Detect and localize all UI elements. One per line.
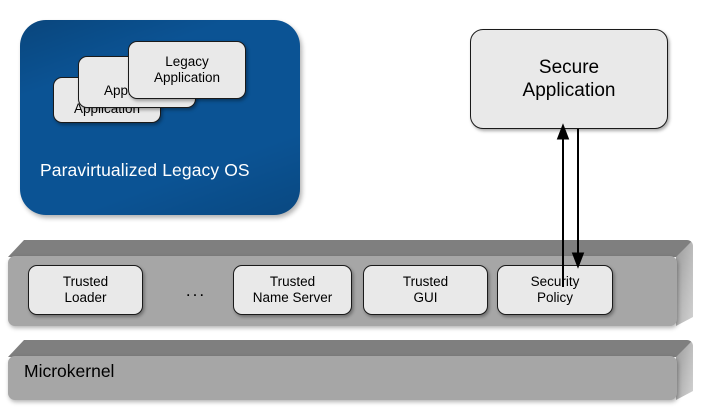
- microkernel-slab-top-bevel: [8, 340, 693, 357]
- services-ellipsis: ...: [185, 281, 207, 300]
- security-policy-box: Security Policy: [497, 265, 613, 315]
- microkernel-slab: [8, 340, 693, 400]
- trusted-name-server-line1: Trusted: [269, 274, 316, 290]
- legacy-application-box-front: Legacy Application: [128, 41, 246, 99]
- microkernel-label: Microkernel: [24, 361, 115, 381]
- trusted-loader-line2: Loader: [64, 290, 107, 305]
- trusted-gui-line2: GUI: [413, 290, 438, 305]
- legacy-application-stack: Application Application Legacy Applicati…: [20, 20, 300, 215]
- trusted-loader-label: Trusted Loader: [63, 274, 108, 305]
- microkernel-slab-side-bevel: [676, 340, 693, 400]
- legacy-application-front-label: Legacy Application: [154, 54, 220, 85]
- trusted-name-server-box: Trusted Name Server: [233, 265, 352, 315]
- trusted-loader-box: Trusted Loader: [28, 265, 143, 315]
- secure-application-line1: Secure: [538, 56, 600, 78]
- trusted-gui-box: Trusted GUI: [363, 265, 488, 315]
- trusted-services-slab-top-bevel: [8, 240, 693, 257]
- trusted-gui-line1: Trusted: [402, 274, 449, 290]
- trusted-services-slab-side-bevel: [676, 240, 693, 326]
- trusted-name-server-label: Trusted Name Server: [253, 274, 333, 305]
- microkernel-slab-face: [8, 356, 677, 400]
- trusted-gui-label: Trusted GUI: [403, 274, 448, 305]
- paravirtualized-legacy-os-label: Paravirtualized Legacy OS: [40, 160, 250, 180]
- secure-application-label: Secure Application: [523, 56, 616, 102]
- security-policy-label: Security Policy: [531, 274, 580, 305]
- trusted-loader-line1: Trusted: [62, 274, 109, 290]
- paravirtualized-legacy-os-container: Application Application Legacy Applicati…: [20, 20, 300, 215]
- trusted-name-server-line2: Name Server: [252, 290, 333, 305]
- secure-application-line2: Application: [522, 80, 616, 101]
- legacy-application-front-line2: Application: [153, 70, 221, 85]
- secure-application-box: Secure Application: [470, 29, 668, 129]
- security-policy-line2: Policy: [536, 290, 573, 305]
- security-policy-line1: Security: [530, 274, 580, 290]
- legacy-application-front-line1: Legacy: [165, 54, 209, 70]
